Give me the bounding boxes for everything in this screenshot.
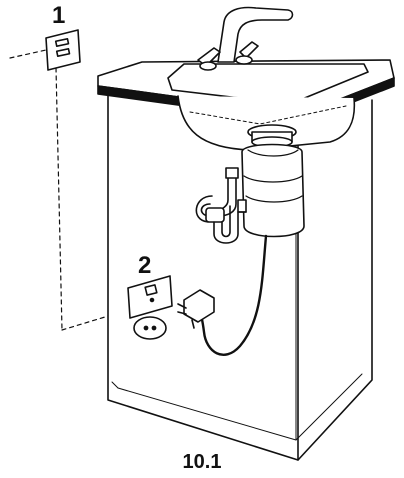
wall-switch-icon xyxy=(45,29,81,71)
faucet-icon xyxy=(197,6,294,71)
sink-basin xyxy=(167,63,369,151)
callout-1: 1 xyxy=(52,2,66,29)
plug-icon xyxy=(177,289,215,329)
waste-pipe xyxy=(195,167,247,244)
figure-number: 10.1 xyxy=(182,451,222,473)
disposer-unit xyxy=(237,124,305,238)
callout-2: 2 xyxy=(138,252,152,279)
wall-socket-icon xyxy=(127,275,173,340)
